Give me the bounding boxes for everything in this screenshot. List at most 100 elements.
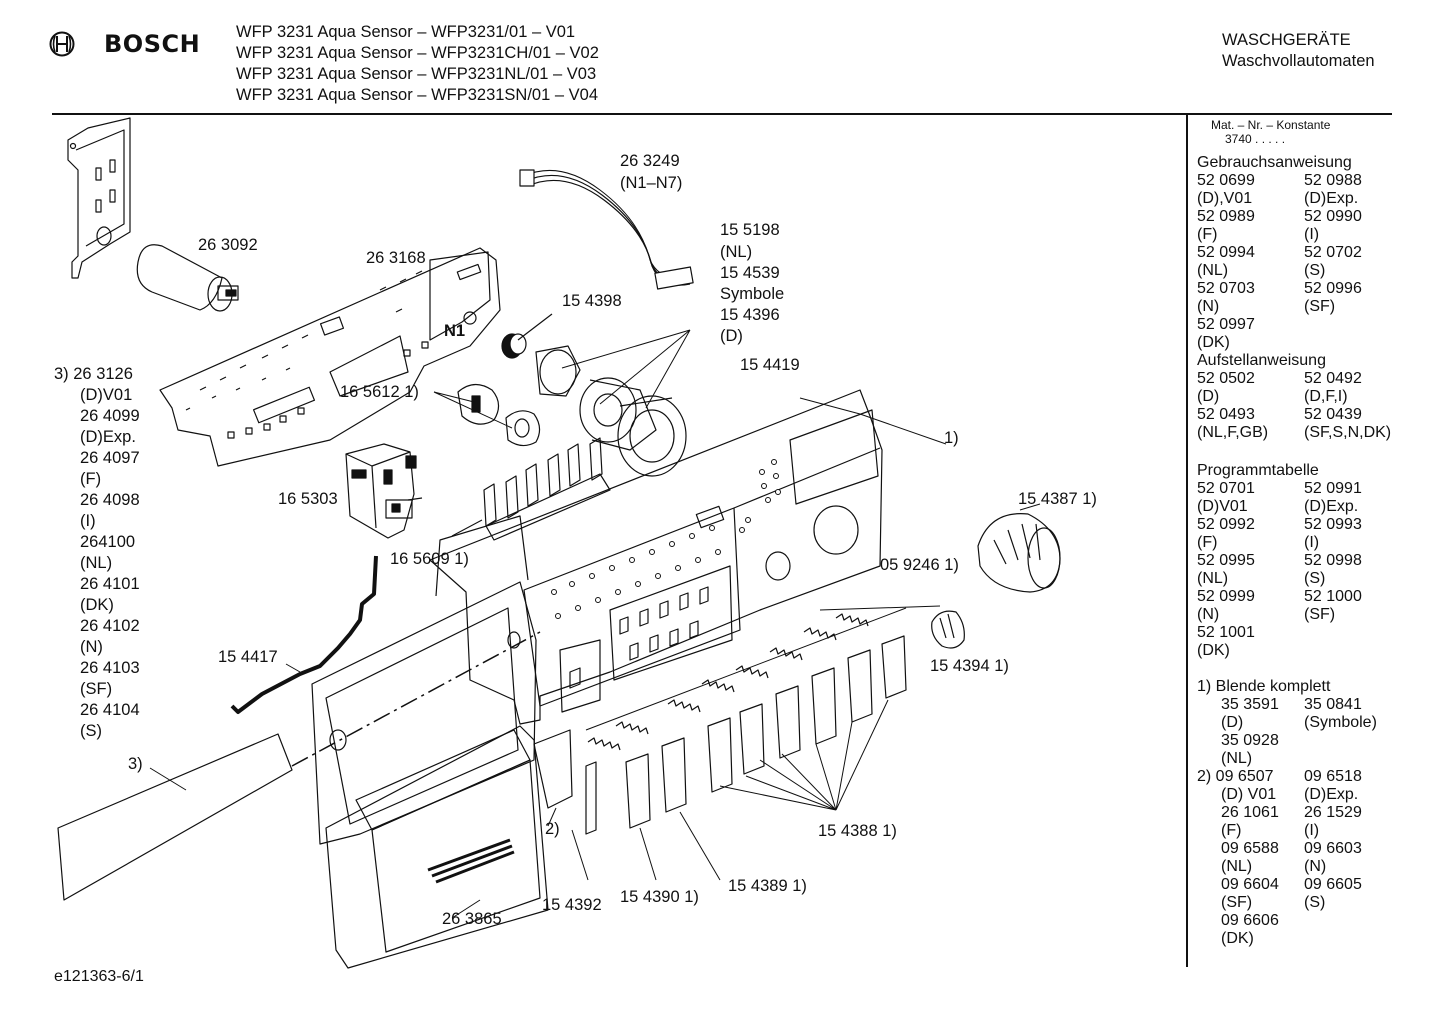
sidebar-row: 35 3591 35 0841 (1221, 696, 1397, 714)
sidebar-cell-right: (S) (1304, 262, 1326, 279)
sidebar-row: (D),V01(D)Exp. (1197, 190, 1397, 208)
sidebar-row: 35 0928 (1221, 732, 1397, 750)
ribbon-cable-part (519, 169, 694, 290)
sidebar-cell-right: (D,F,I) (1304, 388, 1348, 405)
sidebar-cell-left: 52 0999 (1197, 588, 1255, 605)
sidebar-cell-left: (F) (1197, 226, 1218, 243)
film-variant-line: 3) 26 3126 (54, 365, 133, 383)
sidebar-cell-left: 52 0989 (1197, 208, 1255, 225)
sidebar-cell-left: (NL) (1197, 570, 1229, 587)
film-variant-line: (SF) (80, 680, 113, 698)
sidebar-cell-right: 52 0991 (1304, 480, 1362, 497)
sidebar-row: 52 0989 52 0990 (1197, 208, 1397, 226)
film-variant-line: (I) (80, 512, 96, 530)
model-title-line: WFP 3231 Aqua Sensor – WFP3231/01 – V01 (236, 23, 576, 41)
sidebar-cell-right: (S) (1304, 570, 1326, 587)
small-knob-insert-part (501, 313, 553, 359)
sidebar-cell-right: (D)Exp. (1304, 190, 1359, 207)
sidebar-row: 52 0995 52 0998 (1197, 552, 1397, 570)
sidebar-cell-left: (NL) (1197, 262, 1229, 279)
sidebar-cell-right: (I) (1304, 822, 1320, 839)
label-ribbon-cable: 26 3249 (620, 152, 680, 170)
film-variant-line: (DK) (80, 596, 114, 614)
label-154398: 15 4398 (562, 292, 622, 310)
label-154419: 15 4419 (740, 356, 800, 374)
label-n1: N1 (444, 322, 466, 340)
push-button-strip-part (451, 437, 611, 541)
category-subtitle: Waschvollautomaten (1222, 52, 1375, 70)
sidebar-cell-right: 52 0996 (1304, 280, 1362, 297)
document-sidebar: Mat. – Nr. – Konstante 3740 . . . . . Ge… (1197, 118, 1397, 948)
sidebar-row: (NL) (S) (1197, 570, 1397, 588)
mat-nr-label: Mat. – Nr. – Konstante (1211, 118, 1331, 132)
button-springs-part (585, 605, 941, 751)
capacitor-part (136, 244, 239, 312)
sidebar-cell-left: (NL,F,GB) (1197, 424, 1269, 441)
sidebar-cell-left: (D) V01 (1221, 786, 1277, 803)
sidebar-cell-right: 52 0998 (1304, 552, 1362, 569)
film-variant-line: (S) (80, 722, 102, 740)
sidebar-cell-left: 52 0995 (1197, 552, 1255, 569)
film-variant-line: (D)Exp. (80, 428, 136, 446)
label-capacitor: 26 3092 (198, 236, 258, 254)
mounting-bracket-part (67, 117, 131, 279)
label-154539: 15 4539 (720, 264, 780, 282)
sidebar-cell-right: 52 0990 (1304, 208, 1362, 225)
door-lock-relay-part (345, 443, 423, 539)
label-panel-note: 1) (944, 429, 959, 447)
model-title-block: WFP 3231 Aqua Sensor – WFP3231/01 – V01 … (236, 22, 599, 106)
sidebar-cell-right: 35 0841 (1304, 696, 1362, 713)
sidebar-row: (N)(SF) (1197, 606, 1397, 624)
model-title-line: WFP 3231 Aqua Sensor – WFP3231NL/01 – V0… (236, 65, 597, 83)
sidebar-cell-left: 09 6604 (1221, 876, 1279, 893)
sidebar-cell-left: (N) (1197, 298, 1220, 315)
aufstell-title: Aufstellanweisung (1197, 352, 1326, 369)
sidebar-cell-right: (D)Exp. (1304, 498, 1359, 515)
sidebar-cell-right: (SF,S,N,DK) (1304, 424, 1392, 441)
programme-knob-part (977, 503, 1061, 593)
sidebar-row: (D)(D,F,I) (1197, 388, 1397, 406)
sidebar-cell-right: 09 6603 (1304, 840, 1362, 857)
film-variant-line: (N) (80, 638, 103, 656)
label-film-3: 3) (128, 755, 143, 773)
sidebar-cell-right: 26 1529 (1304, 804, 1362, 821)
film-variant-line: 26 4099 (80, 407, 140, 425)
indicator-strip-part (585, 761, 597, 835)
control-panel-fascia-part (429, 389, 947, 725)
label-circuit-board: 26 3168 (366, 249, 426, 267)
film-variant-line: 26 4102 (80, 617, 140, 635)
film-variant-line: 26 4097 (80, 449, 140, 467)
label-d: (D) (720, 327, 743, 345)
sidebar-row: 09 6606 (1221, 912, 1397, 930)
panel-frame-part (311, 515, 537, 845)
drawing-code: e121363-6/1 (54, 968, 144, 985)
sidebar-cell-left: 35 3591 (1221, 696, 1279, 713)
film-variant-line: (NL) (80, 554, 113, 572)
film-variant-line: 26 4103 (80, 659, 140, 677)
programm-title: Programmtabelle (1197, 462, 1319, 479)
sidebar-row: (F)(I) (1197, 534, 1397, 552)
sidebar-row: (D)V01(D)Exp. (1197, 498, 1397, 516)
label-154417: 15 4417 (218, 648, 278, 666)
sidebar-cell-left: (F) (1197, 534, 1218, 551)
label-165609: 16 5609 1) (390, 550, 469, 568)
label-symbole: Symbole (720, 285, 785, 303)
sidebar-cell-left: 52 1001 (1197, 624, 1255, 641)
label-154392: 15 4392 (542, 896, 602, 914)
sidebar-cell-left: 52 0701 (1197, 480, 1255, 497)
note2-first-left: 2) 09 6507 (1197, 768, 1274, 785)
category-block: WASCHGERÄTE Waschvollautomaten (1222, 30, 1375, 72)
film-variant-line: (F) (80, 470, 102, 488)
sidebar-row: (SF)(S) (1221, 894, 1397, 912)
sidebar-cell-right: (Symbole) (1304, 714, 1377, 731)
sidebar-cell-left: (D) (1221, 714, 1244, 731)
sidebar-cell-left: (DK) (1197, 334, 1230, 351)
sidebar-row: 52 0701 52 0991 (1197, 480, 1397, 498)
label-ribbon-cable-range: (N1–N7) (620, 174, 683, 192)
